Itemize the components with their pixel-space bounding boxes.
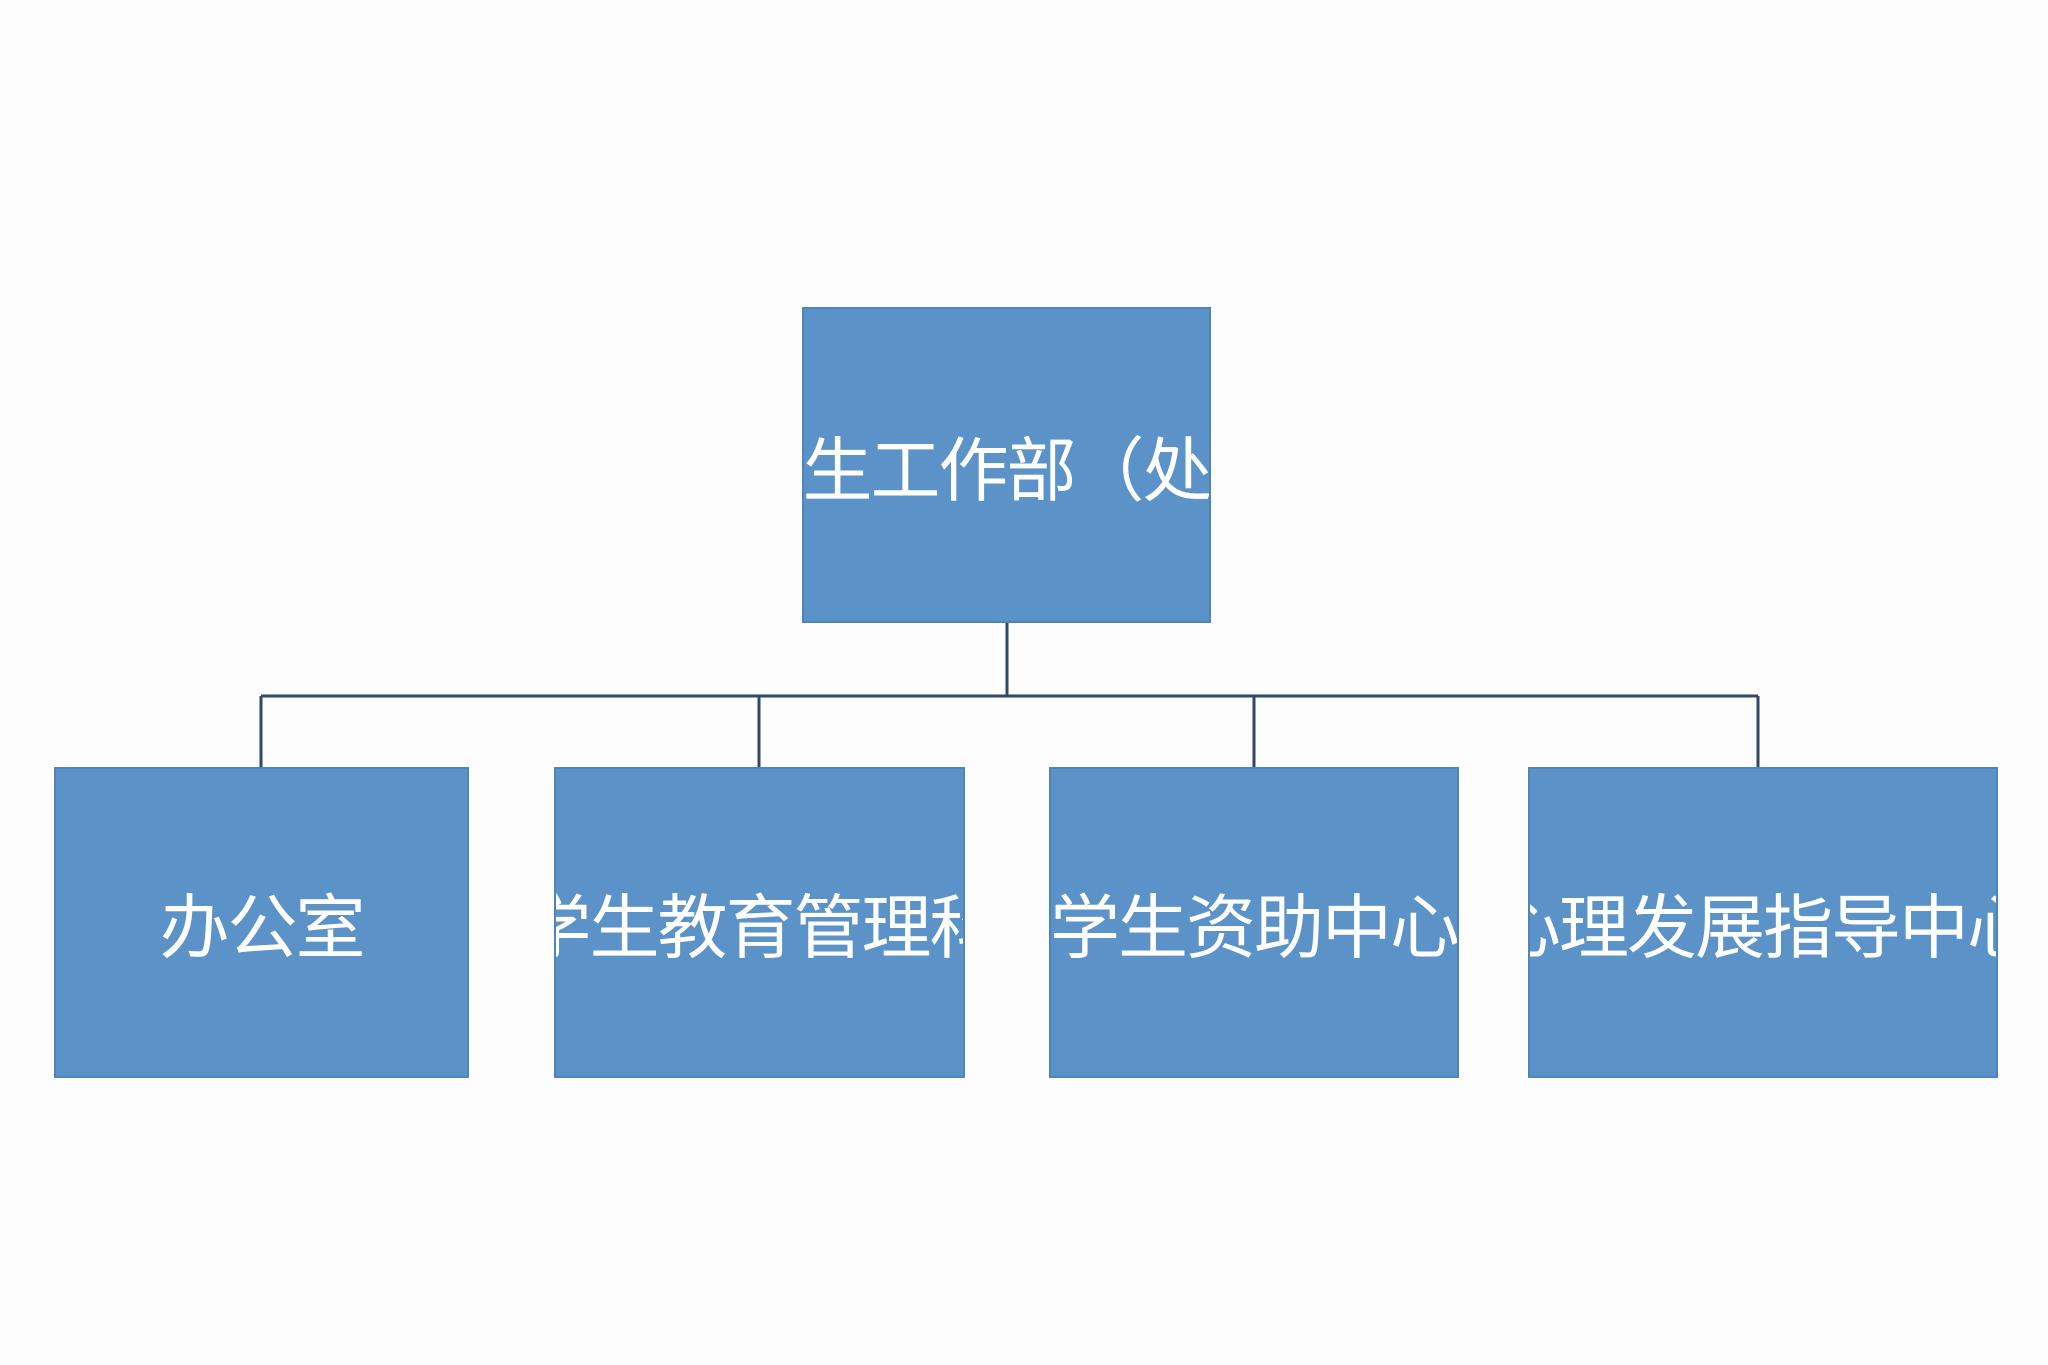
child-node-label-education-management: 学生教育管理科 [556, 887, 963, 969]
child-node-education-management: 学生教育管理科 [554, 767, 965, 1078]
root-node-label: 学生工作部（处） [802, 429, 1211, 512]
child-node-student-aid: 学生资助中心 [1049, 767, 1459, 1078]
child-node-office: 办公室 [54, 767, 469, 1078]
root-node-box: 学生工作部（处） [802, 307, 1211, 623]
child-node-psych-guidance: 心理发展指导中心 [1528, 767, 1998, 1078]
child-node-label-office: 办公室 [159, 887, 366, 969]
child-node-label-psych-guidance: 心理发展指导中心 [1530, 887, 1996, 969]
child-node-label-student-aid: 学生资助中心 [1050, 887, 1458, 969]
